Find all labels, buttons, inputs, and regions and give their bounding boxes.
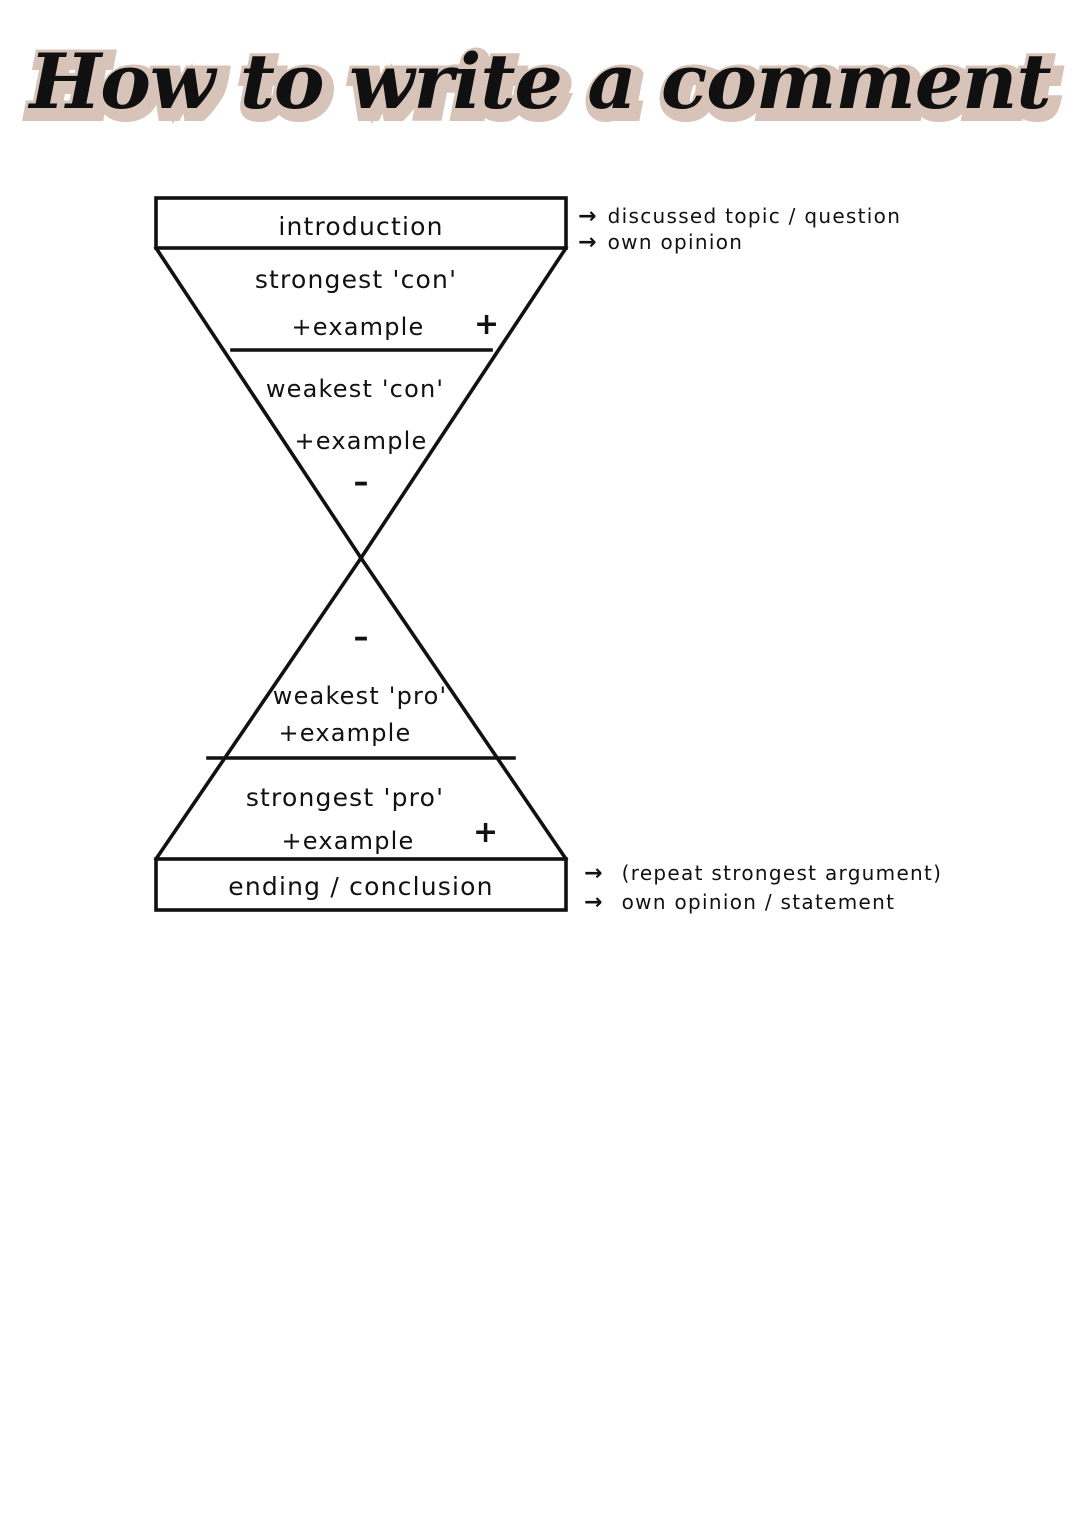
arrow-right-icon: → bbox=[578, 230, 598, 255]
section-sublabel-weakest-con: +example bbox=[294, 427, 428, 455]
annotation-top-text-1: discussed topic / question bbox=[607, 204, 902, 228]
sign-minus-weakest-con: – bbox=[353, 465, 369, 500]
annotation-bottom-text-2: own opinion / statement bbox=[621, 890, 896, 914]
lower-triangle-left-edge bbox=[153, 555, 364, 862]
upper-triangle-left-edge bbox=[153, 245, 364, 561]
arrow-right-icon: → bbox=[584, 861, 604, 886]
arrow-right-icon: → bbox=[584, 890, 604, 915]
page-title-text: How to write a comment bbox=[29, 37, 1051, 126]
section-label-weakest-pro: weakest 'pro' bbox=[272, 682, 448, 710]
annotation-bottom-text-1: (repeat strongest argument) bbox=[621, 861, 943, 885]
section-sublabel-strongest-pro: +example bbox=[281, 827, 415, 855]
annotation-bottom-line-1: → (repeat strongest argument) bbox=[584, 861, 942, 886]
annotation-top-text-2: own opinion bbox=[607, 230, 744, 254]
section-label-ending-conclusion: ending / conclusion bbox=[228, 872, 494, 901]
page-title-shadow: How to write a comment bbox=[25, 34, 1063, 139]
sign-plus-strongest-pro: + bbox=[473, 815, 499, 850]
annotation-bottom-line-2: → own opinion / statement bbox=[584, 890, 895, 915]
section-label-strongest-pro: strongest 'pro' bbox=[245, 783, 445, 812]
introduction-box bbox=[154, 196, 568, 250]
annotation-top-line-1: → discussed topic / question bbox=[578, 204, 901, 229]
sign-plus-strongest-con: + bbox=[474, 307, 500, 342]
upper-triangle-right-edge bbox=[358, 245, 569, 561]
annotation-top-line-2: → own opinion bbox=[578, 230, 743, 255]
conclusion-box bbox=[154, 857, 568, 912]
lower-triangle-right-edge bbox=[358, 555, 569, 862]
section-label-strongest-con: strongest 'con' bbox=[254, 265, 458, 294]
arrow-right-icon: → bbox=[578, 204, 598, 229]
sign-minus-weakest-pro: – bbox=[353, 620, 369, 655]
section-sublabel-weakest-pro: +example bbox=[278, 719, 412, 747]
section-label-introduction: introduction bbox=[278, 212, 444, 241]
page-title: How to write a comment How to write a co… bbox=[0, 34, 1080, 144]
section-sublabel-strongest-con: +example bbox=[291, 313, 425, 341]
section-label-weakest-con: weakest 'con' bbox=[265, 375, 445, 403]
